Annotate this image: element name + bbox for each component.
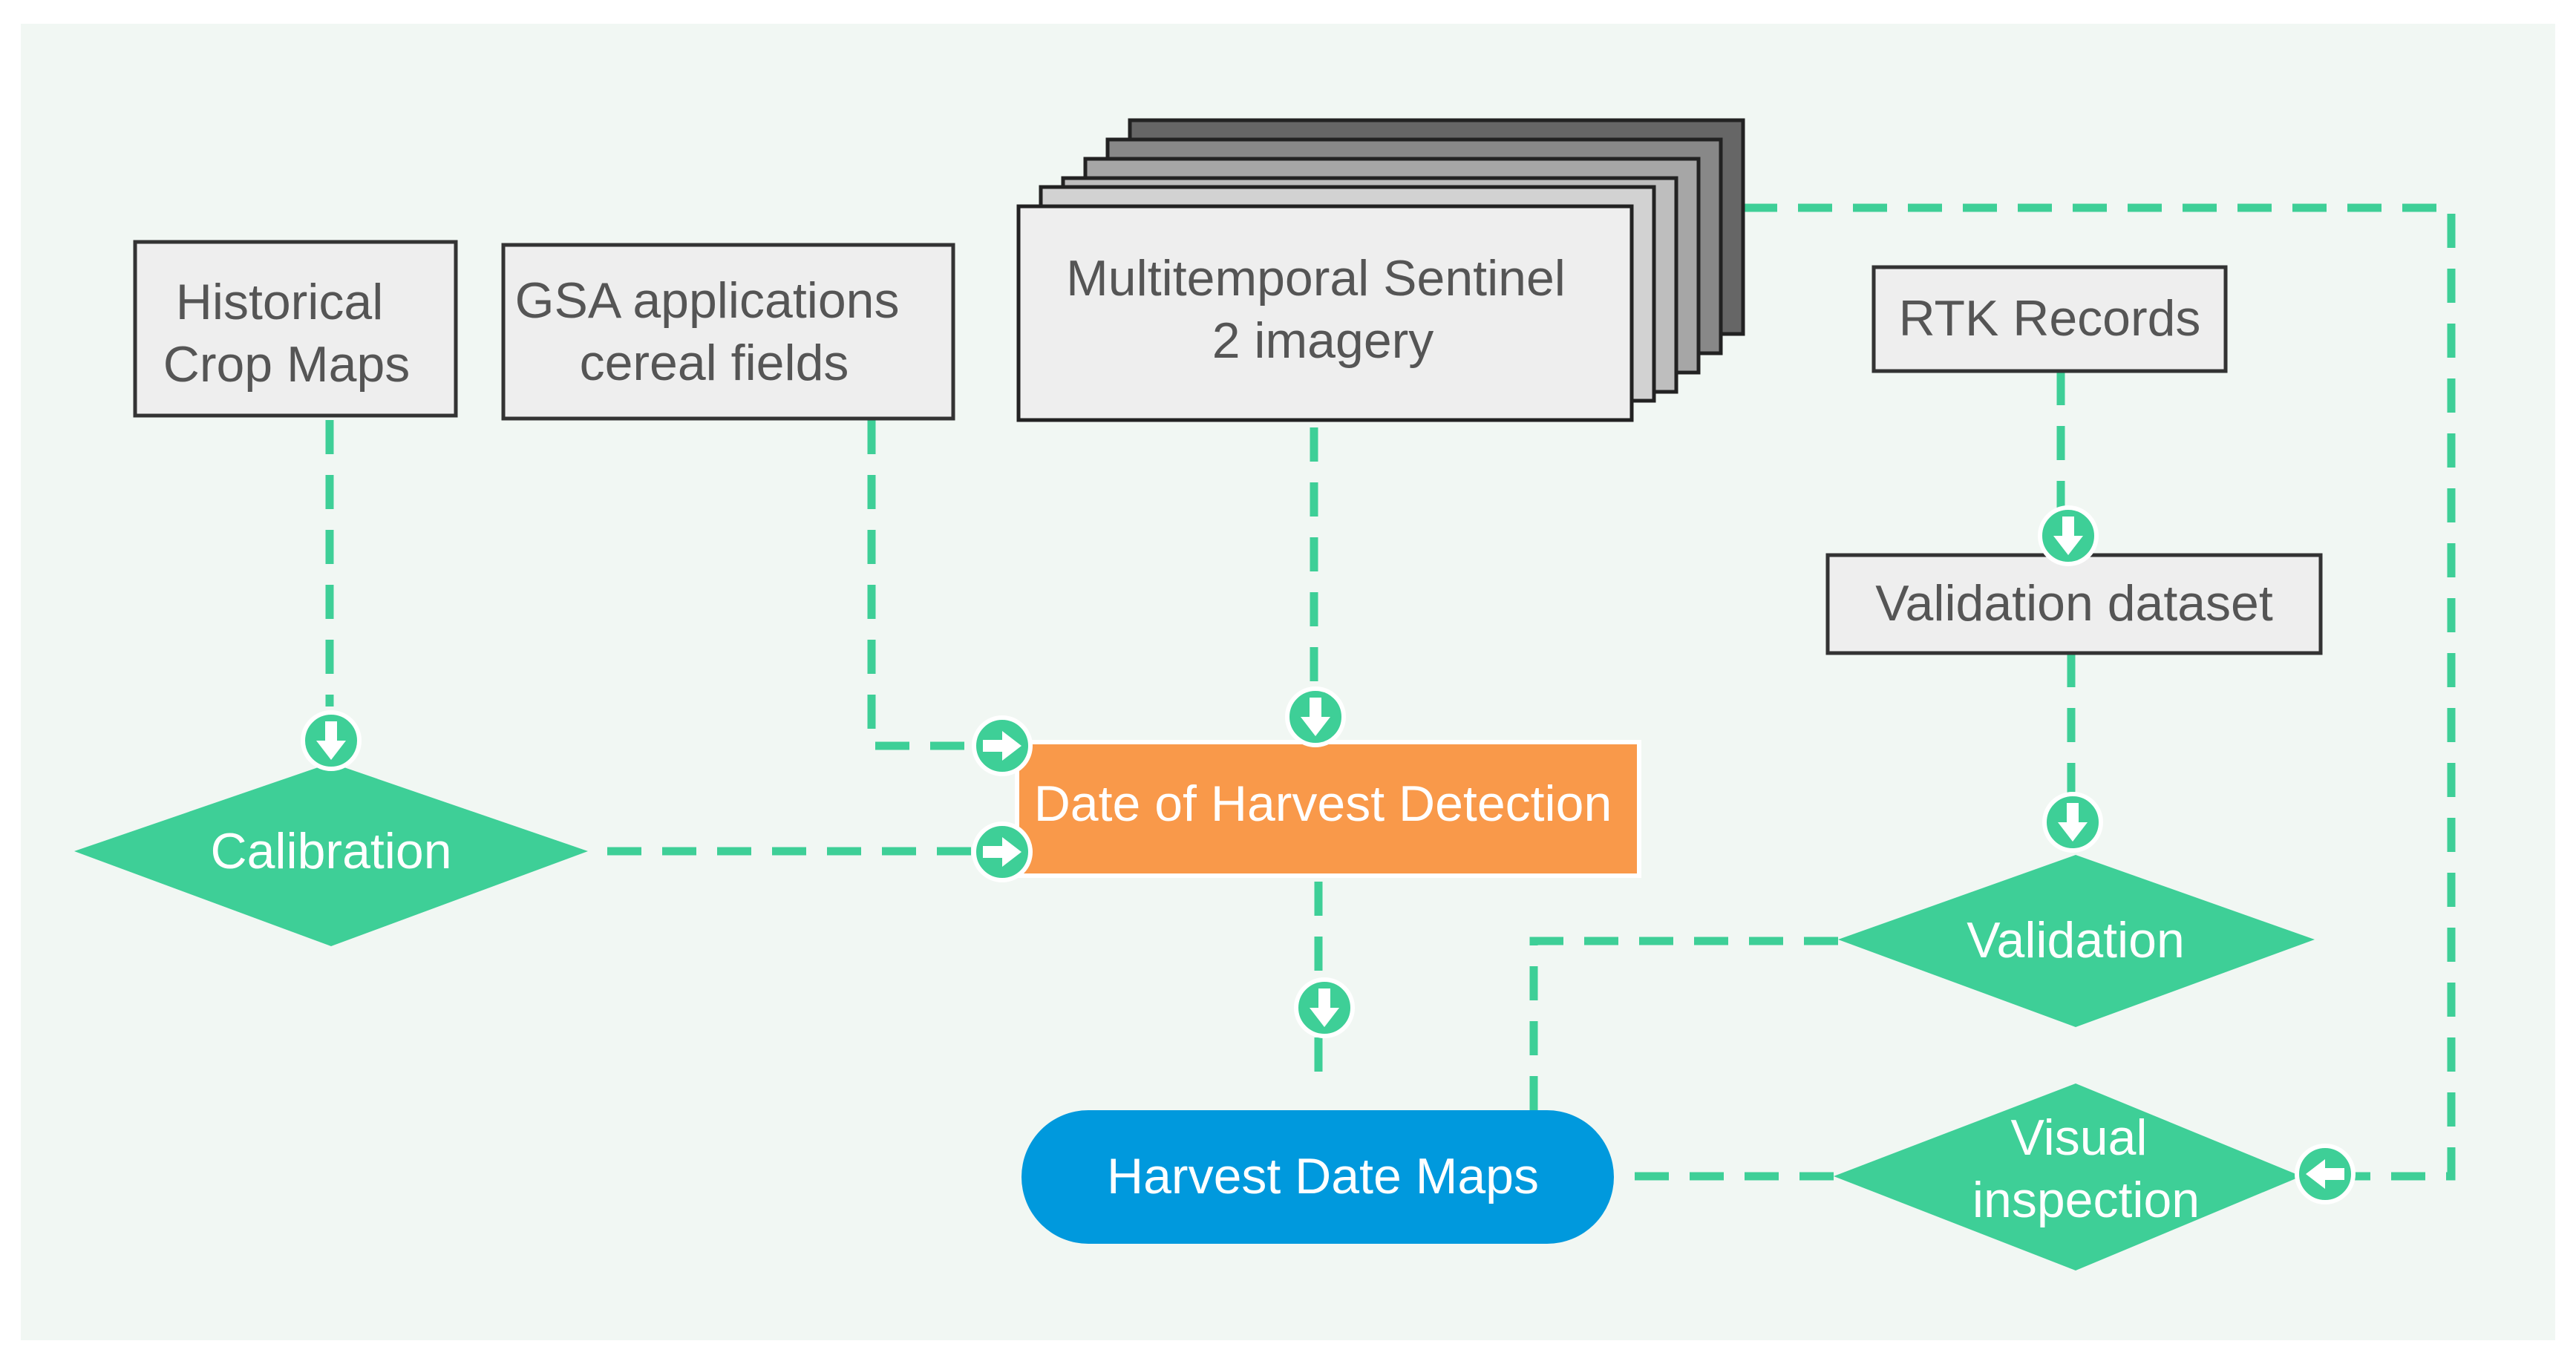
connector-sentinel-to-visual xyxy=(1743,203,2456,1181)
multitemporal-sentinel-stack: Multitemporal Sentinel 2 imagery xyxy=(1016,118,1745,422)
rtk-records-label: RTK Records xyxy=(1899,290,2201,347)
arrow-down-icon xyxy=(301,710,362,771)
gsa-applications-box: GSA applications cereal fields xyxy=(501,243,955,421)
historical-crop-maps-line-1: Historical xyxy=(176,274,384,330)
arrow-down-icon xyxy=(2038,505,2099,566)
harvest-date-maps-label: Harvest Date Maps xyxy=(1107,1148,1539,1204)
historical-crop-maps-label: Historical Crop Maps xyxy=(163,274,411,393)
validation-diamond: Validation xyxy=(1838,855,2315,1027)
date-of-harvest-detection-line-1: Date of Harvest Detection xyxy=(1034,776,1612,832)
validation-dataset-label: Validation dataset xyxy=(1875,575,2273,632)
validation-dataset-line-1: Validation dataset xyxy=(1875,575,2273,632)
multitemporal-sentinel-line-1: Multitemporal Sentinel xyxy=(1066,250,1566,306)
multitemporal-sentinel-line-2: 2 imagery xyxy=(1212,312,1434,369)
stack-layer-1 xyxy=(1016,204,1634,422)
gsa-applications-line-1: GSA applications xyxy=(515,272,900,329)
harvest-date-maps-line-1: Harvest Date Maps xyxy=(1107,1148,1539,1204)
visual-inspection-line-1: Visual xyxy=(2011,1109,2148,1166)
arrow-down-icon xyxy=(1285,686,1346,747)
visual-inspection-line-2: inspection xyxy=(1972,1172,2200,1228)
historical-crop-maps-box: Historical Crop Maps xyxy=(133,240,458,418)
date-of-harvest-detection-label: Date of Harvest Detection xyxy=(1034,776,1612,832)
validation-line-1: Validation xyxy=(1967,912,2185,968)
calibration-line-1: Calibration xyxy=(210,823,451,879)
multitemporal-sentinel-label: Multitemporal Sentinel 2 imagery xyxy=(1066,250,1580,369)
visual-inspection-label: Visual inspection xyxy=(1972,1109,2200,1228)
arrow-left-icon xyxy=(2295,1144,2356,1204)
connector-gsa-to-detection xyxy=(867,420,980,750)
gsa-applications-line-2: cereal fields xyxy=(580,335,849,391)
arrow-right-icon xyxy=(972,715,1033,776)
gsa-applications-label: GSA applications cereal fields xyxy=(515,272,914,391)
date-of-harvest-detection-box: Date of Harvest Detection xyxy=(1015,740,1641,878)
calibration-diamond: Calibration xyxy=(74,763,588,946)
validation-dataset-box: Validation dataset xyxy=(1825,553,2323,655)
arrow-down-icon xyxy=(1294,977,1355,1038)
historical-crop-maps-line-2: Crop Maps xyxy=(163,336,411,393)
connectors xyxy=(325,203,2456,1181)
harvest-date-maps-terminal: Harvest Date Maps xyxy=(1021,1110,1614,1244)
calibration-label: Calibration xyxy=(210,823,451,879)
validation-label: Validation xyxy=(1967,912,2185,968)
rtk-records-box: RTK Records xyxy=(1871,265,2228,373)
arrow-right-icon xyxy=(972,822,1033,882)
rtk-records-line-1: RTK Records xyxy=(1899,290,2201,347)
visual-inspection-diamond: Visual inspection xyxy=(1834,1083,2301,1270)
arrow-down-icon xyxy=(2042,792,2103,853)
connector-validation-to-maps xyxy=(1529,937,1838,1113)
